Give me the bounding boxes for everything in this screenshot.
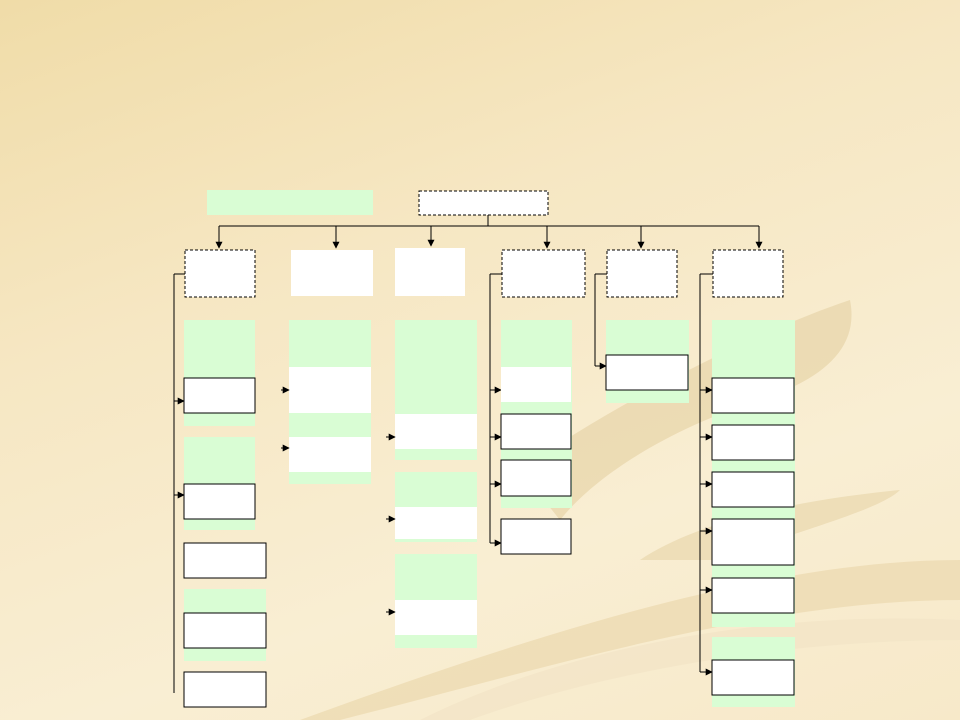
column-3-arrows bbox=[386, 433, 396, 616]
column-5-branch bbox=[594, 273, 607, 370]
column-4-item-4 bbox=[500, 518, 572, 555]
column-2-arrows bbox=[281, 386, 290, 452]
column-6-item-4 bbox=[711, 518, 795, 566]
column-3-item-3 bbox=[395, 600, 477, 635]
column-1-item-3 bbox=[183, 542, 267, 579]
column-5-item-1 bbox=[605, 354, 689, 391]
column-6-item-3 bbox=[711, 471, 795, 508]
column-4-item-3 bbox=[500, 459, 572, 497]
top-connectors bbox=[215, 215, 763, 249]
column-1-item-2 bbox=[183, 483, 256, 520]
column-3-item-2 bbox=[395, 507, 477, 539]
column-6-header bbox=[712, 249, 784, 298]
column-1-item-4 bbox=[183, 612, 267, 649]
column-4-header bbox=[501, 249, 586, 298]
column-2-item-2 bbox=[289, 437, 371, 472]
column-6-item-5 bbox=[711, 577, 795, 614]
column-3-header bbox=[395, 248, 465, 296]
root-node bbox=[418, 190, 549, 216]
column-6-item-2 bbox=[711, 424, 795, 461]
legend-strip bbox=[207, 190, 373, 215]
column-3-item-1 bbox=[395, 414, 477, 449]
column-1-header bbox=[184, 249, 256, 298]
column-4-item-2 bbox=[500, 413, 572, 450]
column-4-item-1 bbox=[501, 367, 571, 402]
column-2-header bbox=[291, 250, 373, 296]
column-6-branch bbox=[699, 273, 713, 676]
column-5-header bbox=[606, 249, 678, 298]
column-1-item-1 bbox=[183, 377, 256, 414]
column-1-item-5 bbox=[183, 671, 267, 708]
column-6-item-1 bbox=[711, 377, 795, 414]
column-2-item-1 bbox=[289, 367, 371, 413]
column-6-item-6 bbox=[711, 659, 795, 696]
column-1-branch bbox=[173, 273, 185, 693]
column-4-branch bbox=[489, 273, 502, 547]
